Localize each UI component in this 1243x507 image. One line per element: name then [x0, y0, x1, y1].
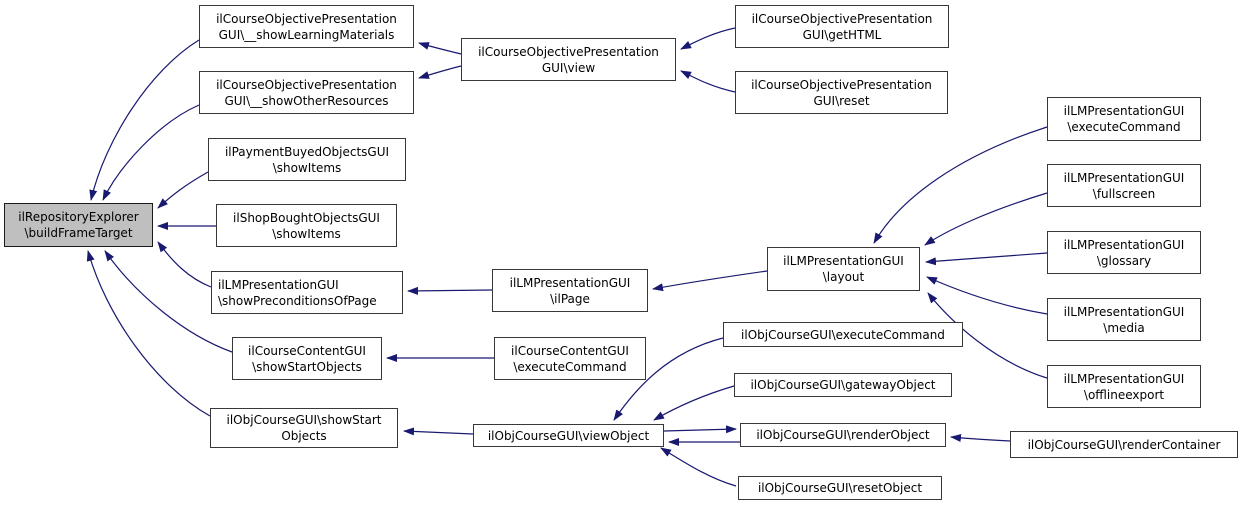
node-shopBoughtObjects-showItems[interactable]: ilShopBoughtObjectsGUI \showItems [216, 204, 397, 247]
node-label: ilLMPresentationGUI [783, 254, 904, 268]
node-lmPresentation-layout[interactable]: ilLMPresentationGUI \layout [767, 247, 920, 291]
node-label: ilRepositoryExplorer [18, 210, 139, 224]
edge-lmExecuteCommand-to-lmLayout [873, 126, 1048, 244]
node-label: ilObjCourseGUI\renderContainer [1027, 437, 1221, 452]
node-label: ilShopBoughtObjectsGUI [233, 210, 380, 225]
node-paymentBuyedObjects-showItems[interactable]: ilPaymentBuyedObjectsGUI \showItems [208, 138, 406, 181]
node-label: \glossary [1096, 253, 1152, 268]
node-label: \showItems [272, 226, 341, 241]
node-label: ilPaymentBuyedObjectsGUI [224, 144, 390, 159]
node-label: \ilPage [550, 291, 590, 306]
edge-ocGatewayObject-to-ocViewObject [653, 385, 735, 421]
edge-ccShowStartObjects-to-buildFrameTarget [104, 250, 233, 353]
node-label: ilObjCourseGUI\gatewayObject [750, 378, 936, 392]
node-label: GUI\view [541, 60, 596, 75]
node-label: \showPreconditionsOfPage [218, 293, 377, 308]
edge-ocResetObject-to-ocViewObject [660, 447, 737, 487]
node-courseContent-showStartObjects[interactable]: ilCourseContentGUI \showStartObjects [232, 337, 382, 380]
node-objCourse-executeCommand[interactable]: ilObjCourseGUI\executeCommand [723, 322, 963, 347]
node-label: ilObjCourseGUI\showStart [226, 413, 382, 427]
node-label: GUI\__showLearningMaterials [218, 27, 395, 42]
node-objCourse-resetObject[interactable]: ilObjCourseGUI\resetObject [738, 476, 942, 500]
node-label: ilCourseObjectivePresentation [216, 11, 397, 26]
node-label: ilObjCourseGUI\resetObject [757, 481, 923, 495]
node-showPreconditionsOfPage[interactable]: ilLMPresentationGUI \showPreconditionsOf… [211, 271, 403, 314]
edge-lmIlPage-to-showPreconditionsOfPage [407, 286, 493, 295]
node-label: ilCourseObjectivePresentation [751, 11, 933, 26]
node-courseObjectivePresentation-getHTML[interactable]: ilCourseObjectivePresentation GUI\getHTM… [735, 5, 949, 48]
node-label: ilLMPresentationGUI [1063, 237, 1185, 252]
node-label: ilCourseObjectivePresentation [478, 44, 659, 59]
node-courseObjectivePresentation-reset[interactable]: ilCourseObjectivePresentation GUI\reset [735, 71, 948, 114]
edge-ocShowStartObjects-to-buildFrameTarget [86, 250, 211, 417]
edge-lmOfflineexport-to-lmLayout [927, 292, 1048, 379]
edge-lmMedia-to-lmLayout [926, 276, 1048, 315]
node-label: \media [1103, 320, 1145, 335]
node-label: GUI\getHTML [802, 27, 882, 42]
node-ilRepositoryExplorer-buildFrameTarget: ilRepositoryExplorer \buildFrameTarget [4, 203, 153, 247]
node-objCourse-showStartObjects[interactable]: ilObjCourseGUI\showStart Objects [210, 408, 398, 448]
node-lmPresentation-fullscreen[interactable]: ilLMPresentationGUI \fullscreen [1047, 164, 1201, 207]
edge-paymentShowItems-to-buildFrameTarget [157, 171, 209, 209]
node-label: ilLMPresentationGUI [1063, 170, 1185, 185]
node-label: ilLMPresentationGUI [509, 275, 631, 290]
edge-showPreconditionsOfPage-to-buildFrameTarget [157, 241, 212, 288]
edge-lmLayout-to-lmIlPage [652, 270, 768, 292]
node-label: Objects [281, 429, 327, 443]
node-objCourse-renderObject[interactable]: ilObjCourseGUI\renderObject [740, 423, 946, 447]
edge-copView-to-showLearningMaterials [418, 42, 462, 55]
node-showOtherResources[interactable]: ilCourseObjectivePresentation GUI\__show… [199, 71, 414, 114]
node-lmPresentation-executeCommand[interactable]: ilLMPresentationGUI \executeCommand [1047, 97, 1201, 141]
node-objCourse-renderContainer[interactable]: ilObjCourseGUI\renderContainer [1010, 431, 1238, 458]
node-label: ilCourseContentGUI [511, 343, 629, 358]
node-objCourse-viewObject[interactable]: ilObjCourseGUI\viewObject [473, 424, 664, 447]
node-label: ilObjCourseGUI\executeCommand [741, 327, 945, 342]
node-label: ilObjCourseGUI\renderObject [756, 428, 930, 442]
node-lmPresentation-glossary[interactable]: ilLMPresentationGUI \glossary [1047, 231, 1201, 274]
node-label: ilLMPresentationGUI [1063, 371, 1185, 386]
node-label: GUI\__showOtherResources [224, 93, 389, 108]
edge-showOtherResources-to-buildFrameTarget [102, 104, 200, 201]
node-label: ilObjCourseGUI\viewObject [487, 428, 650, 443]
edge-copReset-to-copView [680, 70, 736, 93]
node-lmPresentation-media[interactable]: ilLMPresentationGUI \media [1047, 298, 1201, 341]
edge-copView-to-showOtherResources [418, 65, 462, 79]
edge-copGetHTML-to-copView [680, 27, 736, 50]
edge-ocViewObject-to-ocShowStartObjects [403, 427, 474, 436]
node-label: ilLMPresentationGUI [1063, 104, 1185, 118]
node-label: ilCourseObjectivePresentation [751, 77, 932, 92]
node-label: \offlineexport [1083, 387, 1165, 402]
node-showLearningMaterials[interactable]: ilCourseObjectivePresentation GUI\__show… [199, 5, 414, 48]
node-lmPresentation-offlineexport[interactable]: ilLMPresentationGUI \offlineexport [1047, 365, 1201, 408]
node-courseContent-executeCommand[interactable]: ilCourseContentGUI \executeCommand [494, 337, 646, 380]
edge-lmFullscreen-to-lmLayout [924, 192, 1048, 246]
node-label: ilCourseObjectivePresentation [216, 77, 397, 92]
edge-ocExecuteCommand-to-ocViewObject [613, 337, 724, 421]
node-label: \fullscreen [1092, 186, 1156, 201]
node-label: \executeCommand [513, 359, 627, 374]
node-label: ilCourseContentGUI [248, 343, 366, 358]
node-label: \buildFrameTarget [24, 226, 133, 240]
node-label: \layout [822, 270, 865, 284]
node-label: \executeCommand [1067, 120, 1181, 134]
node-lmPresentation-ilPage[interactable]: ilLMPresentationGUI \ilPage [492, 269, 648, 312]
node-label: ilLMPresentationGUI [1063, 304, 1185, 319]
edge-lmGlossary-to-lmLayout [925, 252, 1048, 266]
node-courseObjectivePresentation-view[interactable]: ilCourseObjectivePresentation GUI\view [461, 38, 676, 81]
edge-ocViewObject-to-ocRenderObject [663, 425, 737, 434]
node-label: GUI\reset [813, 93, 870, 108]
node-objCourse-gatewayObject[interactable]: ilObjCourseGUI\gatewayObject [734, 373, 952, 397]
node-label: \showStartObjects [252, 359, 362, 374]
node-label: ilLMPresentationGUI [218, 277, 339, 292]
edge-showLearningMaterials-to-buildFrameTarget [89, 39, 200, 201]
node-label: \showItems [272, 160, 342, 175]
edge-ocRenderContainer-to-ocRenderObject [950, 434, 1011, 442]
